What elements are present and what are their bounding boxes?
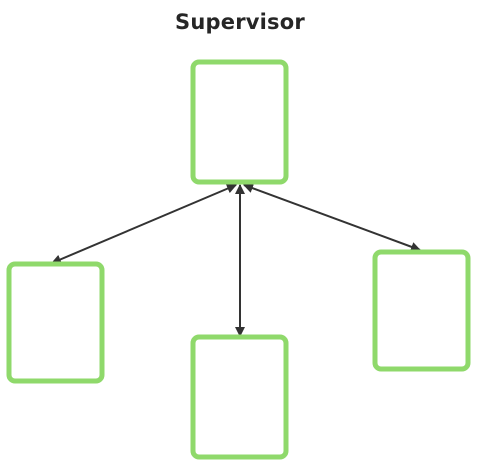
node-worker-center: [190, 334, 289, 460]
node-worker-right: [372, 249, 471, 372]
supervisor-title: Supervisor: [175, 10, 305, 34]
edge-supervisor-worker-left: [51, 183, 237, 265]
edge-supervisor-worker-right: [243, 183, 421, 252]
node-supervisor: [190, 59, 289, 185]
node-worker-left: [6, 261, 105, 384]
